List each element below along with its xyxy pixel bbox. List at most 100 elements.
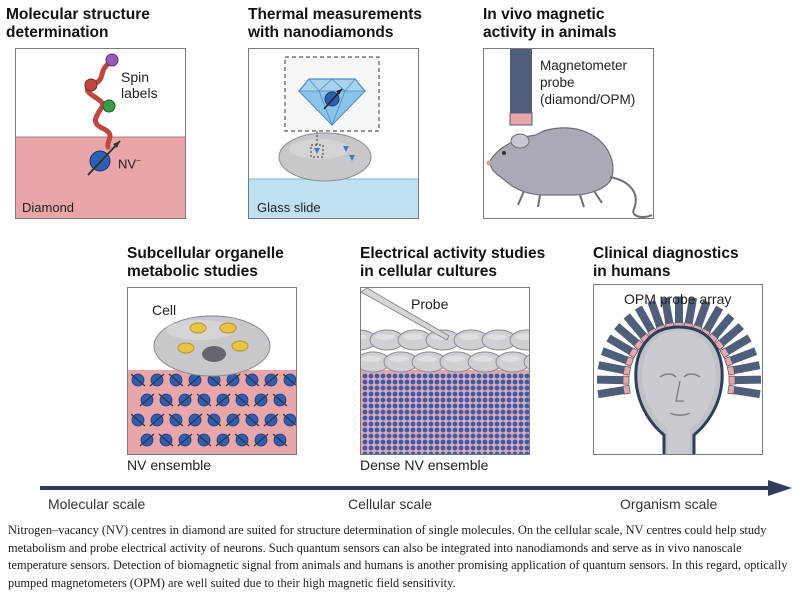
nv-dot — [524, 445, 529, 451]
nv-dot — [362, 385, 368, 391]
nv-dot — [428, 433, 434, 439]
nv-dot — [386, 373, 392, 379]
nv-dot — [386, 421, 392, 427]
nv-dot — [476, 409, 482, 415]
opm-sensor — [597, 361, 631, 376]
nv-dot — [464, 427, 470, 433]
nv-dot — [374, 433, 380, 439]
nv-dot — [446, 427, 452, 433]
nv-dot — [470, 451, 476, 454]
nv-dot — [374, 385, 380, 391]
nv-dot — [470, 415, 476, 421]
nv-dot — [428, 391, 434, 397]
cellular-scale-label: Cellular scale — [348, 496, 433, 512]
nv-dot — [452, 421, 458, 427]
nv-dot — [488, 391, 494, 397]
nv-dot — [434, 451, 440, 454]
nv-dot — [506, 373, 512, 379]
nv-dot — [494, 439, 500, 445]
nv-dot — [386, 439, 392, 445]
nv-dot — [374, 445, 380, 451]
nv-dot — [512, 385, 518, 391]
spin-labels-label: Spin labels — [121, 69, 158, 101]
nv-dot — [476, 379, 482, 385]
nv-dot — [494, 403, 500, 409]
clinical-panel-title: Clinical diagnostics in humans — [593, 245, 739, 280]
nv-dot — [464, 373, 470, 379]
nv-dot — [392, 439, 398, 445]
nv-dot — [512, 391, 518, 397]
nv-dot — [488, 415, 494, 421]
opm-sensor — [606, 334, 639, 359]
nv-dot — [518, 403, 524, 409]
nv-dot — [476, 433, 482, 439]
nv-dot — [434, 415, 440, 421]
nv-dot — [392, 391, 398, 397]
nv-dot — [410, 451, 416, 454]
nv-dot — [524, 427, 529, 433]
nv-dot — [398, 421, 404, 427]
nv-dot — [500, 403, 506, 409]
spin-label-purple — [105, 53, 119, 67]
mouth — [669, 412, 691, 416]
nv-dot — [458, 409, 464, 415]
nv-dot — [506, 445, 512, 451]
nv-dot — [404, 373, 410, 379]
nv-dot — [428, 445, 434, 451]
nv-dot — [434, 421, 440, 427]
nv-dot — [452, 427, 458, 433]
nv-dot — [494, 421, 500, 427]
nv-dot — [464, 385, 470, 391]
nv-dot — [440, 385, 446, 391]
nv-dot — [476, 391, 482, 397]
nv-dot — [434, 439, 440, 445]
nv-dot — [416, 445, 422, 451]
nv-dot — [410, 415, 416, 421]
nv-dot — [404, 409, 410, 415]
nv-dot — [368, 409, 374, 415]
nv-dot — [488, 433, 494, 439]
nv-dot — [518, 373, 524, 379]
nv-dot — [488, 385, 494, 391]
nv-dot — [446, 409, 452, 415]
nv-dot — [392, 445, 398, 451]
nv-dot — [434, 379, 440, 385]
nv-dot — [506, 433, 512, 439]
nv-dot — [362, 445, 368, 451]
probe-label: Probe — [411, 296, 449, 312]
nv-dot — [446, 421, 452, 427]
nv-dot — [458, 421, 464, 427]
nv-dot — [500, 445, 506, 451]
nv-dot — [380, 397, 386, 403]
nv-dot — [512, 409, 518, 415]
nv-dot — [428, 451, 434, 454]
nv-dot — [482, 427, 488, 433]
nv-dot — [440, 379, 446, 385]
nv-dot — [434, 391, 440, 397]
nv-dot — [422, 409, 428, 415]
invivo-panel-title: In vivo magnetic activity in animals — [483, 6, 617, 41]
opm-sensor — [727, 361, 761, 376]
nv-dot — [446, 379, 452, 385]
nv-dot — [482, 379, 488, 385]
nv-dot — [452, 433, 458, 439]
nv-dot — [518, 433, 524, 439]
nv-dot — [500, 409, 506, 415]
nv-dot — [410, 409, 416, 415]
nv-dot — [470, 433, 476, 439]
nv-dot — [518, 427, 524, 433]
nv-dot — [392, 433, 398, 439]
nv-dot — [446, 433, 452, 439]
nv-dot — [392, 421, 398, 427]
nv-dot — [380, 391, 386, 397]
nv-dot — [518, 421, 524, 427]
opm-sensor — [727, 384, 761, 399]
thermal-panel-title: Thermal measurements with nanodiamonds — [248, 6, 423, 41]
nv-dot — [488, 397, 494, 403]
nv-dot — [464, 415, 470, 421]
nv-dot — [506, 379, 512, 385]
nv-dot — [494, 409, 500, 415]
nv-dot — [494, 415, 500, 421]
nv-dot — [422, 391, 428, 397]
nv-dot — [392, 397, 398, 403]
